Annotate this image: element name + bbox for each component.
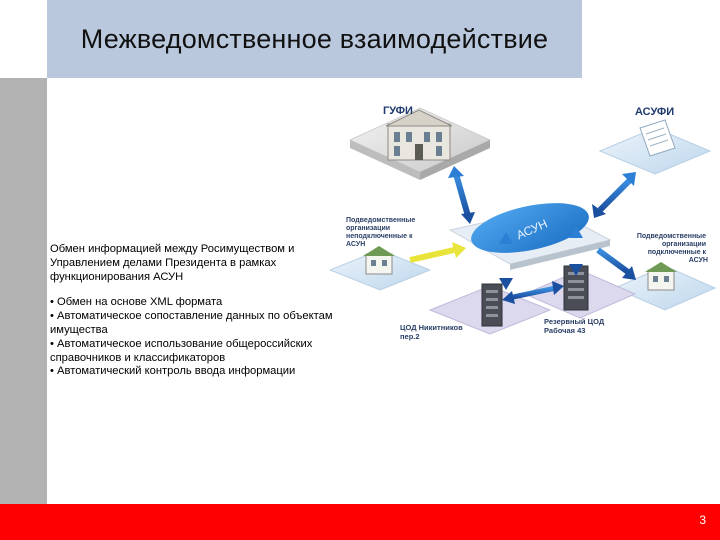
left-org-node: Подведомственные организации неподключен… bbox=[330, 217, 432, 291]
left-sidebar-bar bbox=[0, 78, 47, 504]
page-title: Межведомственное взаимодействие bbox=[80, 23, 549, 54]
title-box: Межведомственное взаимодействие bbox=[47, 0, 582, 78]
gufi-node: ГУФИ bbox=[348, 105, 492, 180]
right-org-label: Подведомственные организации подключенны… bbox=[637, 233, 708, 264]
cod-reserve-node: Резервный ЦОД Рабочая 43 bbox=[523, 265, 637, 335]
cod-reserve-label: Резервный ЦОД Рабочая 43 bbox=[544, 317, 606, 335]
bullet-item: Автоматическое сопоставление данных по о… bbox=[50, 310, 335, 338]
right-org-node: Подведомственные организации подключенны… bbox=[613, 233, 717, 311]
house-icon bbox=[645, 262, 677, 291]
footer-bar: 3 bbox=[0, 504, 720, 540]
body-text: Обмен информацией между Росимуществом и … bbox=[50, 243, 335, 379]
asun-hub: АСУН bbox=[448, 203, 612, 270]
page-number: 3 bbox=[699, 513, 706, 527]
bullet-item: Автоматическое использование общероссийс… bbox=[50, 338, 335, 366]
intro-paragraph: Обмен информацией между Росимуществом и … bbox=[50, 243, 295, 283]
bullet-item: Автоматический контроль ввода информации bbox=[50, 365, 335, 379]
left-org-label: Подведомственные организации неподключен… bbox=[346, 217, 417, 248]
connection-arrows bbox=[409, 166, 636, 304]
bullet-list: Обмен на основе XML формата Автоматическ… bbox=[50, 296, 335, 379]
server-icon bbox=[481, 283, 503, 327]
gufi-label: ГУФИ bbox=[383, 105, 413, 117]
document-icon bbox=[639, 119, 676, 157]
cod-main-label: ЦОД Никитников пер.2 bbox=[400, 323, 465, 341]
network-diagram: ГУФИ АСУФИ АСУН Подведомственные организ… bbox=[330, 105, 717, 341]
asufi-node: АСУФИ bbox=[598, 106, 712, 175]
asufi-label: АСУФИ bbox=[635, 106, 674, 118]
building-icon bbox=[385, 109, 453, 161]
bullet-item: Обмен на основе XML формата bbox=[50, 296, 335, 310]
house-icon bbox=[363, 246, 395, 275]
